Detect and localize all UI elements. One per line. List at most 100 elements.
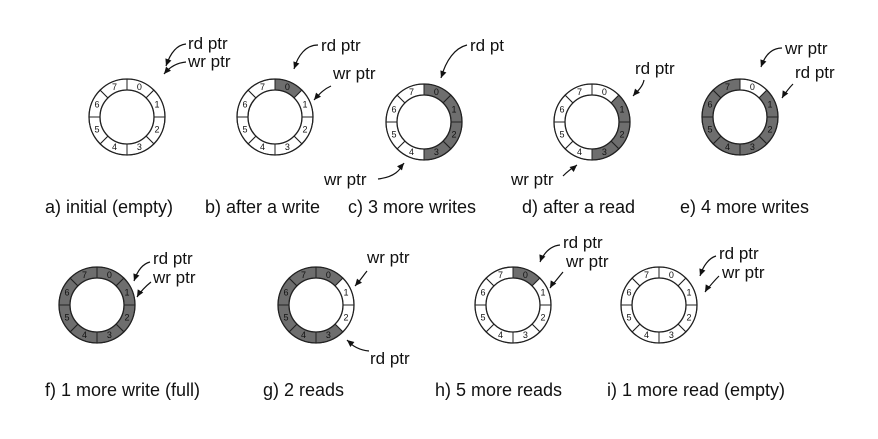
panel-caption: a) initial (empty) xyxy=(45,197,173,217)
panel-caption: e) 4 more writes xyxy=(680,197,809,217)
write-pointer-label: wr ptr xyxy=(784,39,828,58)
pointer-arrowhead xyxy=(314,92,321,100)
slot-index-label: 3 xyxy=(750,142,755,152)
slot-index-label: 1 xyxy=(344,288,349,298)
slot-index-label: 2 xyxy=(620,129,625,139)
pointer-arrowhead xyxy=(347,340,355,347)
slot-index-label: 6 xyxy=(283,288,288,298)
read-pointer-label: rd ptr xyxy=(795,63,835,82)
pointer-arrowhead xyxy=(355,278,362,286)
slot-index-label: 0 xyxy=(669,270,674,280)
slot-index-label: 2 xyxy=(125,312,130,322)
slot-index-label: 6 xyxy=(480,288,485,298)
pointer-arrowhead xyxy=(539,254,546,262)
slot-index-label: 7 xyxy=(725,82,730,92)
pointer-arrowhead xyxy=(705,284,712,292)
slot-index-label: 1 xyxy=(125,288,130,298)
slot-index-label: 7 xyxy=(409,87,414,97)
slot-index-label: 3 xyxy=(137,142,142,152)
slot-index-label: 0 xyxy=(137,82,142,92)
slot-index-label: 5 xyxy=(707,124,712,134)
ring-outer-edge xyxy=(620,266,698,344)
slot-index-label: 3 xyxy=(326,330,331,340)
slot-index-label: 0 xyxy=(107,270,112,280)
read-pointer-label: rd ptr xyxy=(719,244,759,263)
slot-index-label: 0 xyxy=(326,270,331,280)
pointer-arrowhead xyxy=(569,165,577,172)
slot-index-label: 7 xyxy=(82,270,87,280)
pointer-arrowhead xyxy=(133,273,140,281)
panel-caption: g) 2 reads xyxy=(263,380,344,400)
read-pointer-label: rd ptr xyxy=(635,59,675,78)
slot-index-label: 1 xyxy=(155,100,160,110)
slot-index-label: 6 xyxy=(391,105,396,115)
slot-index-label: 3 xyxy=(602,147,607,157)
pointer-arrow xyxy=(293,44,319,70)
slot-index-label: 7 xyxy=(577,87,582,97)
ring-inner-edge xyxy=(712,89,768,145)
slot-index-label: 4 xyxy=(644,330,649,340)
slot-index-label: 5 xyxy=(480,312,485,322)
slot-index-label: 2 xyxy=(155,124,160,134)
write-pointer-label: wr ptr xyxy=(152,268,196,287)
slot-index-label: 3 xyxy=(107,330,112,340)
panel-caption: h) 5 more reads xyxy=(435,380,562,400)
slot-index-label: 2 xyxy=(303,124,308,134)
write-pointer-label: wr ptr xyxy=(510,170,554,189)
ring-inner-edge xyxy=(396,94,452,150)
slot-index-label: 5 xyxy=(283,312,288,322)
pointer-arrowhead xyxy=(293,61,300,69)
slot-index-label: 2 xyxy=(541,312,546,322)
slot-index-label: 7 xyxy=(498,270,503,280)
pointer-arrowhead xyxy=(782,90,789,98)
write-pointer-label: wr ptr xyxy=(366,248,410,267)
ring-inner-edge xyxy=(247,89,303,145)
ring-inner-edge xyxy=(631,277,687,333)
panel-caption: i) 1 more read (empty) xyxy=(607,380,785,400)
slot-index-label: 0 xyxy=(750,82,755,92)
ring-inner-edge xyxy=(564,94,620,150)
slot-index-label: 6 xyxy=(707,100,712,110)
slot-index-label: 4 xyxy=(498,330,503,340)
write-pointer-label: wr ptr xyxy=(323,170,367,189)
slot-index-label: 5 xyxy=(242,124,247,134)
pointer-arrowhead xyxy=(760,59,767,67)
ring-outer-edge xyxy=(701,78,779,156)
ring-inner-edge xyxy=(99,89,155,145)
slot-index-label: 4 xyxy=(112,142,117,152)
slot-index-label: 6 xyxy=(559,105,564,115)
pointer-arrowhead xyxy=(440,70,447,78)
slot-index-label: 1 xyxy=(541,288,546,298)
ring-outer-edge xyxy=(236,78,314,156)
slot-index-label: 5 xyxy=(64,312,69,322)
pointer-arrowhead xyxy=(550,280,557,288)
ring-outer-edge xyxy=(553,83,631,161)
pointer-arrowhead xyxy=(165,58,172,66)
read-pointer-label: rd ptr xyxy=(153,249,193,268)
slot-index-label: 4 xyxy=(725,142,730,152)
pointer-arrowhead xyxy=(397,163,404,171)
write-pointer-label: wr ptr xyxy=(565,252,609,271)
ring-outer-edge xyxy=(385,83,463,161)
ring-outer-edge xyxy=(88,78,166,156)
slot-index-label: 0 xyxy=(523,270,528,280)
slot-index-label: 6 xyxy=(94,100,99,110)
slot-index-label: 0 xyxy=(434,87,439,97)
read-pointer-label: rd ptr xyxy=(563,233,603,252)
slot-index-label: 7 xyxy=(260,82,265,92)
read-pointer-label: rd ptr xyxy=(188,34,228,53)
slot-index-label: 5 xyxy=(559,129,564,139)
write-pointer-label: wr ptr xyxy=(187,52,231,71)
slot-index-label: 4 xyxy=(409,147,414,157)
slot-index-label: 3 xyxy=(434,147,439,157)
pointer-arrowhead xyxy=(164,66,171,74)
slot-index-label: 5 xyxy=(94,124,99,134)
slot-index-label: 4 xyxy=(260,142,265,152)
